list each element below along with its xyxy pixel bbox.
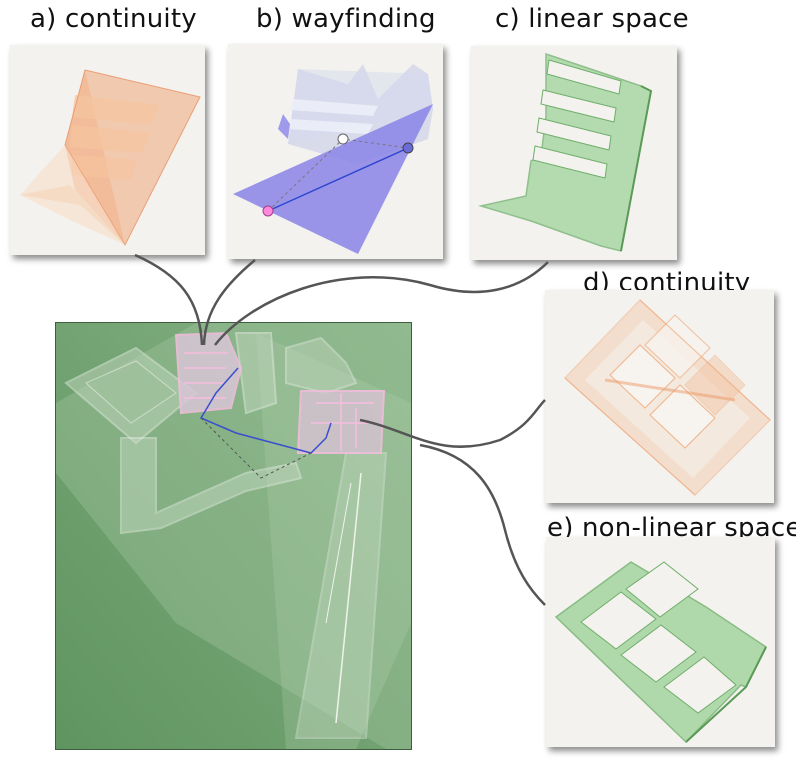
panel-c-linear-space — [471, 46, 677, 260]
site-plan-drawing — [56, 323, 411, 749]
continuity-volume-d — [563, 298, 772, 497]
panel-d-continuity — [545, 290, 774, 503]
label-c-linear-space: c) linear space — [495, 4, 689, 34]
non-linear-space-volume — [554, 561, 767, 744]
panel-e-non-linear-space — [546, 537, 775, 747]
panel-a-continuity — [10, 45, 205, 255]
label-a-continuity: a) continuity — [30, 4, 197, 34]
continuity-volume-a — [20, 69, 201, 247]
connector-e — [419, 443, 546, 606]
waypoint-marker — [337, 133, 349, 145]
site-plan-map — [55, 322, 412, 750]
label-b-wayfinding: b) wayfinding — [256, 4, 436, 34]
wayfinding-diagram — [233, 64, 433, 254]
origin-marker — [262, 205, 274, 217]
linear-space-volume — [478, 52, 653, 252]
destination-marker — [402, 142, 414, 154]
panel-b-wayfinding — [228, 44, 443, 259]
